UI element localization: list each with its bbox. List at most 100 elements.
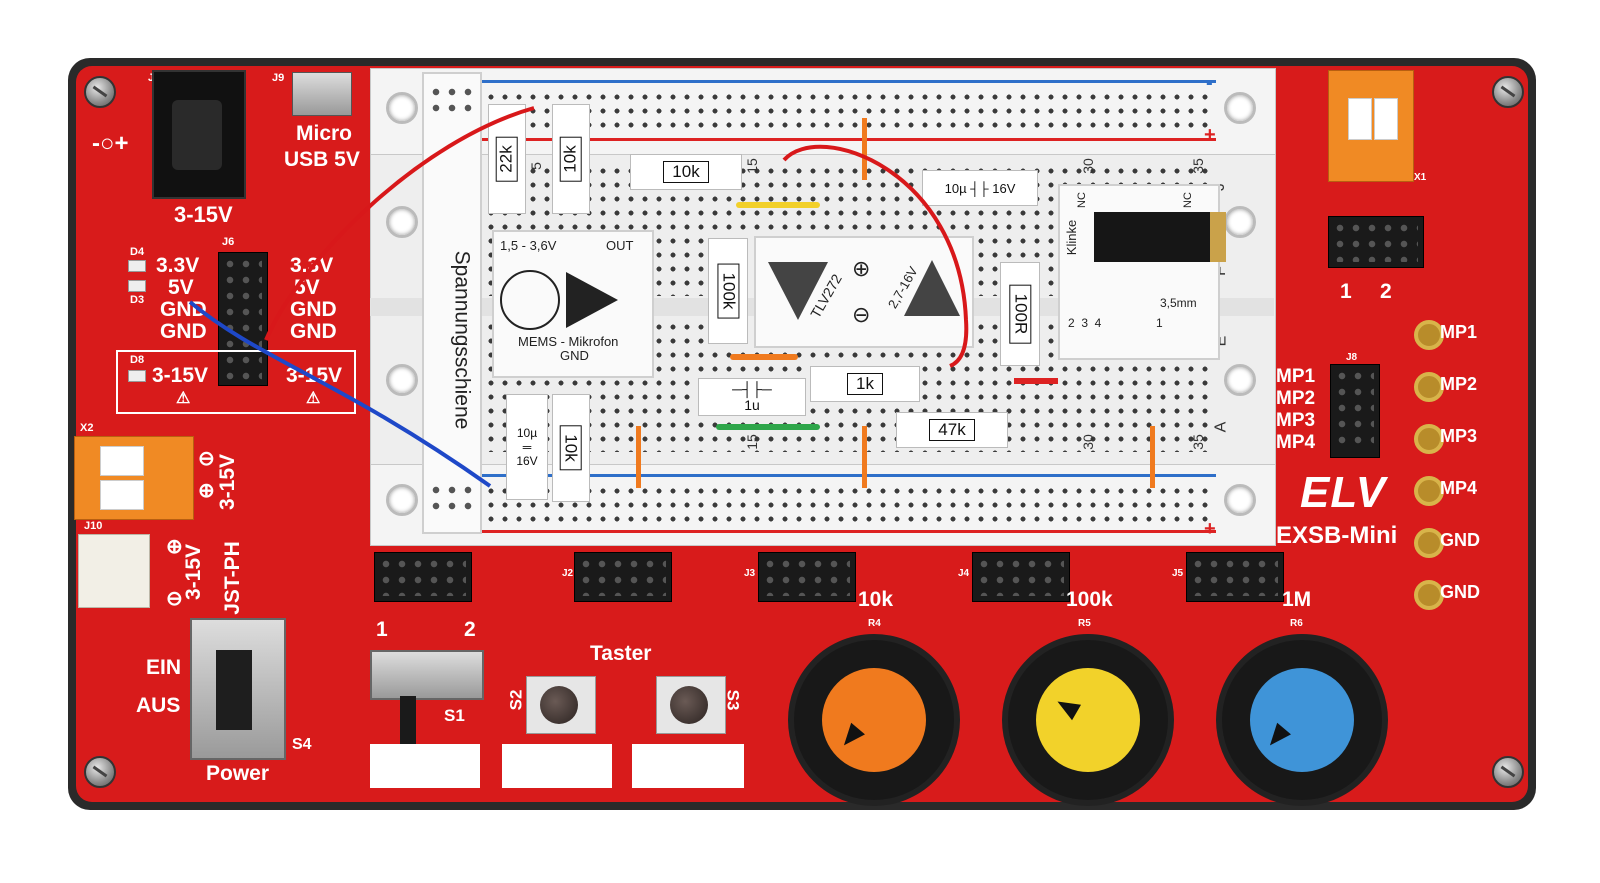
capacitor-1u: ─┤├─1u xyxy=(698,378,806,416)
slide-switch-s1[interactable] xyxy=(370,650,484,700)
j1-pin-1: 1 xyxy=(376,618,388,641)
tact-switch-s2-button[interactable] xyxy=(540,686,578,724)
j8-ref: J8 xyxy=(1346,352,1358,363)
mount-hole-6 xyxy=(1224,206,1256,238)
bottom-rail-minus: - xyxy=(1206,464,1213,486)
j5-pins xyxy=(1190,556,1278,596)
board-model: EXSB-Mini xyxy=(1276,522,1398,549)
opamp-triangle-icon-2 xyxy=(904,260,960,316)
micro-usb-port[interactable] xyxy=(292,72,352,116)
x2-terminal-key-2[interactable] xyxy=(100,480,144,510)
j8-pins xyxy=(1334,368,1374,452)
testpoint-gnd-1[interactable] xyxy=(1414,528,1444,558)
testpoint-gnd-2[interactable] xyxy=(1414,580,1444,610)
j6-ref: J6 xyxy=(222,236,235,248)
x2-minus: ⊖ xyxy=(198,448,215,470)
testpoint-mp2[interactable] xyxy=(1414,372,1444,402)
testpoint-mp4[interactable] xyxy=(1414,476,1444,506)
tact-switch-s3-button[interactable] xyxy=(670,686,708,724)
led-d3 xyxy=(128,280,146,292)
orange-jumper-5 xyxy=(1150,426,1155,488)
pot2-knob-cap[interactable] xyxy=(1036,668,1140,772)
s1-ref: S1 xyxy=(444,706,465,725)
usb-label-2: USB 5V xyxy=(284,148,360,171)
pot3-ref: R6 xyxy=(1290,618,1303,629)
resistor-10k-a: 10k xyxy=(552,104,590,214)
j6-left-label-4: GND xyxy=(160,320,207,343)
led-d4-label: D4 xyxy=(130,246,145,258)
dc-jack-socket-icon xyxy=(172,100,222,170)
usb-label-1: Micro xyxy=(296,122,353,145)
capacitor-10u-bottom-value: 10µ xyxy=(516,426,538,440)
screw-top-left xyxy=(84,76,116,108)
v-left-label: 3-15V xyxy=(152,364,209,387)
pot3-value: 1M xyxy=(1282,588,1312,611)
x1-terminal-key-1[interactable] xyxy=(1348,98,1372,140)
orange-jumper-3 xyxy=(636,426,641,488)
x2-terminal-key-1[interactable] xyxy=(100,446,144,476)
j3-pins xyxy=(762,556,850,596)
j6-right-label-4: GND xyxy=(290,320,337,343)
x1-ref: X1 xyxy=(1414,172,1427,183)
bottom-rail-holes xyxy=(484,484,1214,526)
j8-left-mp4: MP4 xyxy=(1276,432,1316,453)
pot2-ref: R5 xyxy=(1078,618,1091,629)
pot3-knob-cap[interactable] xyxy=(1250,668,1354,772)
testpoint-mp3[interactable] xyxy=(1414,424,1444,454)
audio-jack-socket[interactable] xyxy=(1094,212,1226,262)
mic-out: OUT xyxy=(606,238,634,253)
taster-label: Taster xyxy=(590,642,652,665)
orange-jumper-4 xyxy=(862,426,867,488)
j5-ref: J5 xyxy=(1172,568,1184,579)
switch-on-label: EIN xyxy=(146,656,182,679)
bottom-rail-plus: + xyxy=(1204,518,1216,540)
pot1-ref: R4 xyxy=(868,618,881,629)
mic-range: 1,5 - 3,6V xyxy=(500,238,557,253)
resistor-1k: 1k xyxy=(810,366,920,402)
resistor-100r: 100R xyxy=(1000,262,1040,366)
power-rail-module xyxy=(422,72,482,534)
j8-left-mp2: MP2 xyxy=(1276,388,1316,409)
pot1-knob-cap[interactable] xyxy=(822,668,926,772)
mic-gnd: GND xyxy=(560,348,589,363)
testpoint-mp2-label: MP2 xyxy=(1440,374,1478,394)
top-rail-plus: + xyxy=(1204,124,1216,146)
power-switch-slider[interactable] xyxy=(216,650,252,730)
x2-ref: X2 xyxy=(80,422,94,434)
testpoint-mp4-label: MP4 xyxy=(1440,478,1478,498)
j10-jst-connector[interactable] xyxy=(78,534,150,608)
capacitor-10u-top-voltage: 16V xyxy=(992,180,1016,196)
testpoint-mp1[interactable] xyxy=(1414,320,1444,350)
capacitor-10u-bottom: 10µ═16V xyxy=(506,394,548,500)
jack-module-size: 3,5mm xyxy=(1160,296,1197,310)
orange-jumper-1 xyxy=(730,354,798,360)
resistor-1k-value: 1k xyxy=(847,373,883,395)
opamp-plus: ⊕ xyxy=(852,256,871,281)
top-rail-blue-line xyxy=(480,80,1216,83)
resistor-47k: 47k xyxy=(896,412,1008,448)
screw-top-right xyxy=(1492,76,1524,108)
jack-module-pins: 2 3 4 xyxy=(1068,316,1102,330)
j4-pins xyxy=(976,556,1064,596)
bottom-rail-red-line xyxy=(480,530,1216,533)
jack-module-pin1: 1 xyxy=(1156,316,1163,330)
slide-switch-s1-lever[interactable] xyxy=(400,696,416,754)
capacitor-1u-symbol-icon: ─┤├─ xyxy=(732,381,772,397)
warning-icon-right: ⚠ xyxy=(306,390,321,407)
green-jumper xyxy=(716,424,820,430)
screw-bottom-left xyxy=(84,756,116,788)
bottom-rail-blue-line xyxy=(480,474,1216,477)
mount-hole-3 xyxy=(386,364,418,396)
yellow-jumper xyxy=(736,202,820,208)
power-rail-pins-top xyxy=(428,84,472,118)
red-wire-signal xyxy=(782,144,969,368)
j10-minus: ⊖ xyxy=(166,588,183,610)
jack-polarity: -○+ xyxy=(92,130,129,157)
s2-ref: S2 xyxy=(506,689,526,711)
s3-ref: S3 xyxy=(723,689,743,711)
blue-wire-ground xyxy=(188,300,492,488)
j3-ref: J3 xyxy=(744,568,756,579)
resistor-47k-value: 47k xyxy=(929,419,975,441)
x1-terminal-key-2[interactable] xyxy=(1374,98,1398,140)
x1-pin-1: 1 xyxy=(1340,280,1352,303)
